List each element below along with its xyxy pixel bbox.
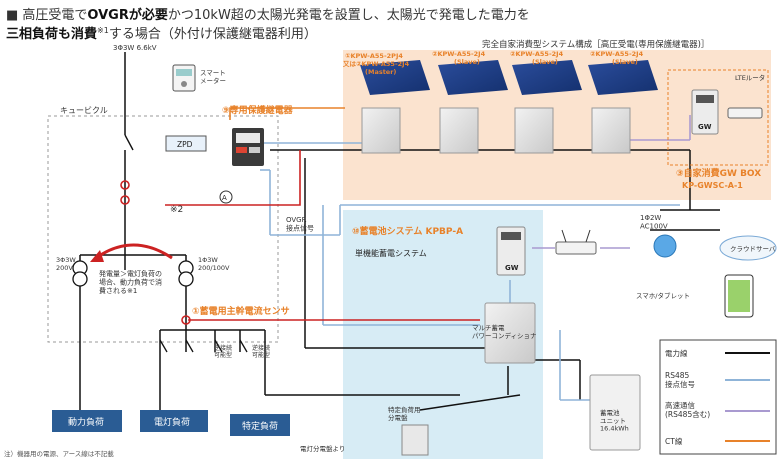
pv-unit-1-model: ①KPW-A55-2PJ4	[345, 52, 403, 60]
pv-unit-4-role: (Slave)	[612, 58, 638, 66]
battery-system-title: ⑩蓄電池システム KPBP-A	[352, 225, 463, 237]
battery-system-subtitle: 単機能蓄電システム	[355, 248, 427, 258]
highspeed-lines	[532, 115, 691, 249]
pv-unit-4-model: ②KPW-A55-2J4	[590, 50, 644, 58]
pv-array-4	[588, 60, 658, 154]
pv-unit-3-role: (Slave)	[532, 58, 558, 66]
from-panel-label: 電灯分電盤より	[300, 444, 345, 453]
pv-array-3	[512, 60, 582, 154]
rs485-lines	[260, 142, 680, 401]
note-2: ※2	[170, 205, 183, 215]
ammeter-label: A	[222, 194, 227, 202]
footnote: 注）機器用の電源、アース線は不記載	[4, 449, 114, 458]
header-line-2: 三相負荷も消費※1する場合（外付け保護継電器利用）	[6, 26, 317, 42]
pv-unit-3-model: ②KPW-A55-2J4	[510, 50, 564, 58]
gw-device-screen	[696, 95, 714, 103]
main-breaker	[124, 134, 134, 151]
power-conditioner-label: マルチ蓄電パワーコンディショナ	[472, 323, 537, 340]
grid-supply-label: 3Φ3W 6.6kV	[113, 44, 157, 52]
load-box-power[interactable]	[52, 410, 122, 432]
zpd-box	[165, 135, 207, 152]
transformer-note: 発電量＞電灯負荷の場合、動力負荷で消費される※1	[99, 269, 162, 295]
grid-tie-label-2: 逆接続可能型	[252, 344, 270, 359]
specific-load-panel	[401, 424, 429, 456]
transformer-right	[178, 260, 194, 287]
battery-gw-label: GW	[505, 264, 519, 272]
tablet-screen	[728, 280, 750, 312]
cloud-label: クラウドサーバ	[730, 245, 776, 253]
network-globe-icon	[653, 234, 677, 258]
protective-relay	[232, 128, 264, 166]
load-box-specific[interactable]	[230, 414, 290, 436]
power-conditioner	[484, 302, 536, 364]
load-box-lighting[interactable]	[140, 410, 208, 432]
lte-router	[727, 107, 763, 119]
cubicle-region	[47, 115, 279, 343]
cubicle-label: キュービクル	[60, 106, 108, 115]
pv-unit-2-role: (Slave)	[454, 58, 480, 66]
phone-label: スマホ/タブレット	[636, 291, 690, 300]
pv-array-2	[438, 60, 508, 154]
relay-label: ⑨専用保護継電器	[222, 104, 294, 116]
gw-box-frame	[667, 69, 769, 166]
main-current-sensor-label: ①蓄電用主幹電流センサ	[192, 305, 290, 317]
transformer-left	[72, 260, 88, 287]
gw-device-label: GW	[698, 123, 712, 131]
router-device	[555, 229, 597, 255]
cloud-icon	[719, 235, 777, 261]
legend-label-highspeed: 高速通信(RS485含む)	[665, 400, 710, 419]
legend-box	[659, 339, 777, 455]
smart-meter: スマートメーター	[172, 64, 226, 92]
legend-label-power: 電力線	[665, 348, 688, 358]
load-box-power-label: 動力負荷	[68, 416, 104, 428]
specific-load-panel-label: 特定負荷用分電盤	[388, 405, 421, 422]
lte-router-label: LTEルータ	[735, 73, 765, 82]
system-title: 完全自家消費型システム構成［高圧受電(専用保護継電器)］	[482, 39, 709, 50]
gw-box-title: ③自家消費GW BOX	[676, 167, 761, 179]
battery-unit	[589, 374, 641, 451]
header-line-1: ■ 高圧受電でOVGRが必要かつ10kW超の太陽光発電を設置し、太陽光で発電した…	[6, 7, 530, 23]
ct-sensors	[120, 180, 191, 325]
ct-lines	[165, 107, 480, 321]
legend-label-ct: CT線	[665, 436, 683, 446]
pv-array-1	[360, 60, 430, 154]
pv-unit-2-model: ②KPW-A55-2J4	[432, 50, 486, 58]
grid-tie-label-1: 逆接続可能型	[214, 344, 232, 359]
pv-unit-1-role: (Master)	[365, 68, 396, 76]
branch-breakers	[159, 339, 248, 353]
smart-meter-label: スマートメーター	[200, 69, 226, 85]
zpd-label: ZPD	[177, 140, 193, 149]
battery-gw-screen	[501, 232, 521, 240]
pv-unit-1-alt: 又は②KPW-A55-2J4	[343, 60, 410, 68]
load-box-lighting-label: 電灯負荷	[154, 416, 190, 428]
consumption-arrow-head	[90, 250, 104, 262]
consumption-arrow	[95, 243, 173, 260]
gw-box-model: KP-GWSC-A-1	[682, 181, 743, 190]
ammeter	[219, 190, 233, 204]
load-box-specific-label: 特定負荷	[242, 420, 278, 432]
